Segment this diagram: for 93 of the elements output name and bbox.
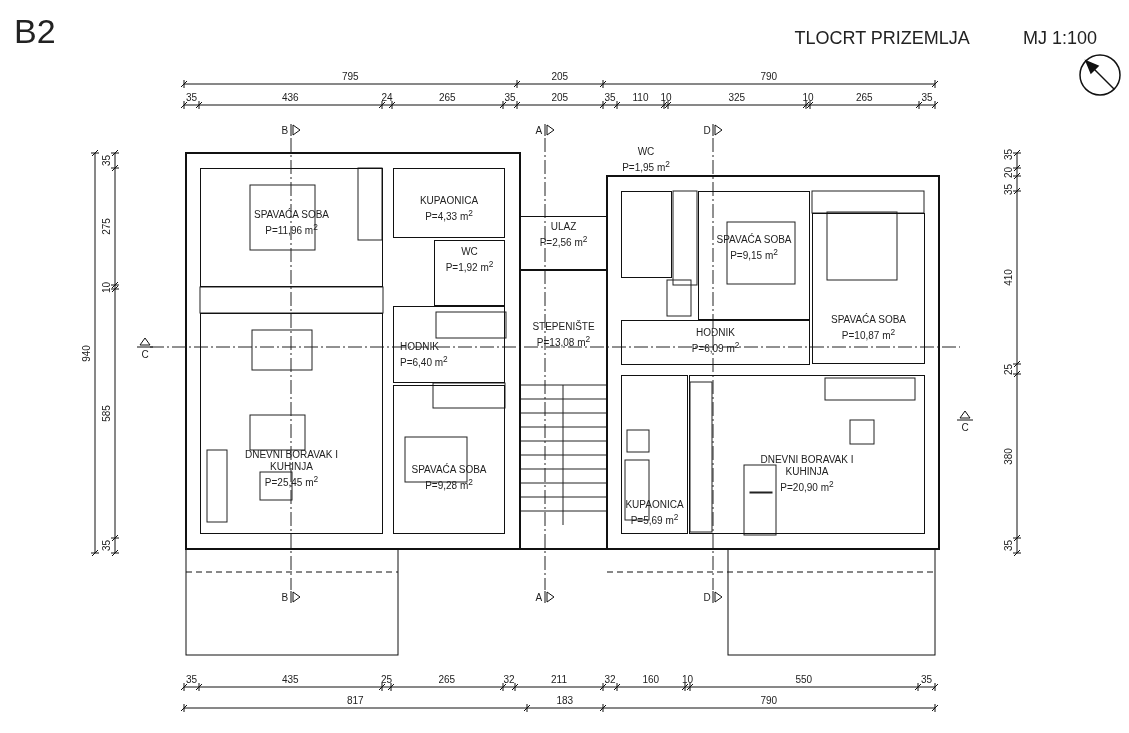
room [393, 306, 505, 383]
room [200, 313, 383, 534]
dimension-label: 35 [1002, 148, 1014, 161]
section-label: D [703, 591, 711, 603]
dimension-label: 265 [856, 91, 873, 103]
dimension-label: 211 [551, 673, 567, 685]
room-area: P=1,95 m$^{2}$ [622, 158, 670, 175]
room-area: P=6,09 m$^{2}$ [691, 339, 740, 356]
dimension-label: 24 [381, 91, 393, 103]
dimension-label: 550 [795, 673, 813, 685]
room-area: P=6,40 m$^{2}$ [400, 353, 448, 370]
room-area: P=5,69 m$^{2}$ [630, 511, 679, 528]
dimension-label: 35 [100, 154, 112, 167]
room-name: HODNIK [400, 341, 439, 353]
room-area: P=9,28 m$^{2}$ [425, 476, 473, 493]
dimension-label: 585 [100, 405, 112, 422]
dimension-label: 410 [1002, 269, 1014, 286]
dimension-label: 35 [921, 91, 933, 103]
room-area: P=13,08 m$^{2}$ [536, 333, 591, 350]
room-name: DNEVNI BORAVAK I KUHINJA [759, 454, 855, 478]
dimension-label: 380 [1002, 447, 1014, 465]
scale-label: MJ 1:100 [1023, 28, 1098, 48]
dimension-label: 35 [186, 91, 198, 103]
dimension-label: 436 [282, 91, 299, 103]
dimension-label: 10 [660, 91, 672, 103]
dimension-label: 790 [760, 694, 778, 706]
dimension-label: 205 [551, 70, 569, 82]
room-name: KUPAONICA [419, 195, 479, 207]
room [698, 191, 810, 320]
room-name: DNEVNI BORAVAK I KUHINJA [244, 449, 339, 473]
section-label: D [703, 124, 711, 136]
dimension-label: 10 [100, 281, 112, 293]
section-label: B [281, 124, 289, 136]
dimension-label: 325 [728, 91, 746, 103]
dimension-label: 35 [100, 539, 112, 552]
room-area: P=10,87 m$^{2}$ [841, 326, 896, 343]
dimension-label: 20 [1002, 166, 1014, 178]
dimension-label: 790 [760, 70, 778, 82]
dimension-label: 35 [604, 91, 616, 103]
dimension-label: 10 [802, 91, 814, 103]
dimension-label: 10 [682, 673, 694, 685]
room-name: SPAVAĆA SOBA [411, 464, 487, 476]
section-label: A [535, 124, 543, 136]
room-area: P=20,90 m$^{2}$ [780, 478, 834, 495]
dimension-label: 817 [347, 694, 364, 706]
room-name: SPAVAĆA SOBA [254, 209, 329, 221]
dimension-label: 265 [439, 91, 456, 103]
room-name: WC [637, 146, 655, 158]
dimension-label: 265 [438, 673, 456, 685]
section-label: B [281, 591, 289, 603]
room-area: P=9,15 m$^{2}$ [730, 246, 778, 263]
room-name: KUPAONICA [625, 499, 684, 511]
dimension-label: 35 [1002, 183, 1014, 196]
dimension-label: 32 [604, 673, 616, 685]
dimension-label: 110 [632, 91, 649, 103]
dimension-label: 940 [80, 344, 92, 362]
room-area: P=1,92 m$^{2}$ [445, 258, 494, 275]
dimension-label: 35 [921, 673, 933, 685]
dimension-label: 275 [100, 218, 112, 235]
room-name: SPAVAĆA SOBA [831, 314, 906, 326]
room-area: P=25,45 m$^{2}$ [264, 473, 319, 490]
drawing-title: TLOCRT PRIZEMLJA [794, 28, 970, 48]
section-label: A [535, 591, 543, 603]
room [689, 375, 925, 534]
dimension-label: 205 [551, 91, 569, 103]
dimension-label: 35 [1002, 539, 1014, 552]
dimension-label: 25 [381, 673, 393, 685]
section-label: C [141, 348, 149, 360]
section-label: C [961, 421, 969, 433]
title: B2 [14, 12, 56, 50]
room-area: P=2,56 m$^{2}$ [539, 233, 588, 250]
dimension-label: 435 [282, 673, 299, 685]
room-area: P=11,96 m$^{2}$ [265, 221, 318, 238]
room-name: WC [461, 246, 478, 258]
room [434, 240, 505, 306]
room-area: P=4,33 m$^{2}$ [425, 207, 473, 224]
room-name: STEPENIŠTE [532, 321, 595, 333]
dimension-label: 795 [342, 70, 359, 82]
dimension-label: 25 [1002, 363, 1014, 375]
room-name: HODNIK [696, 327, 735, 339]
room [393, 168, 505, 238]
room [393, 385, 505, 534]
room-name: ULAZ [550, 221, 577, 233]
dimension-label: 183 [556, 694, 574, 706]
room [621, 375, 688, 534]
room [200, 168, 383, 287]
room [812, 213, 925, 364]
dimension-label: 35 [186, 673, 198, 685]
dimension-label: 160 [642, 673, 660, 685]
dimension-label: 35 [504, 91, 516, 103]
room-name: SPAVAĆA SOBA [716, 234, 792, 246]
dimension-label: 32 [503, 673, 515, 685]
room [621, 320, 810, 365]
